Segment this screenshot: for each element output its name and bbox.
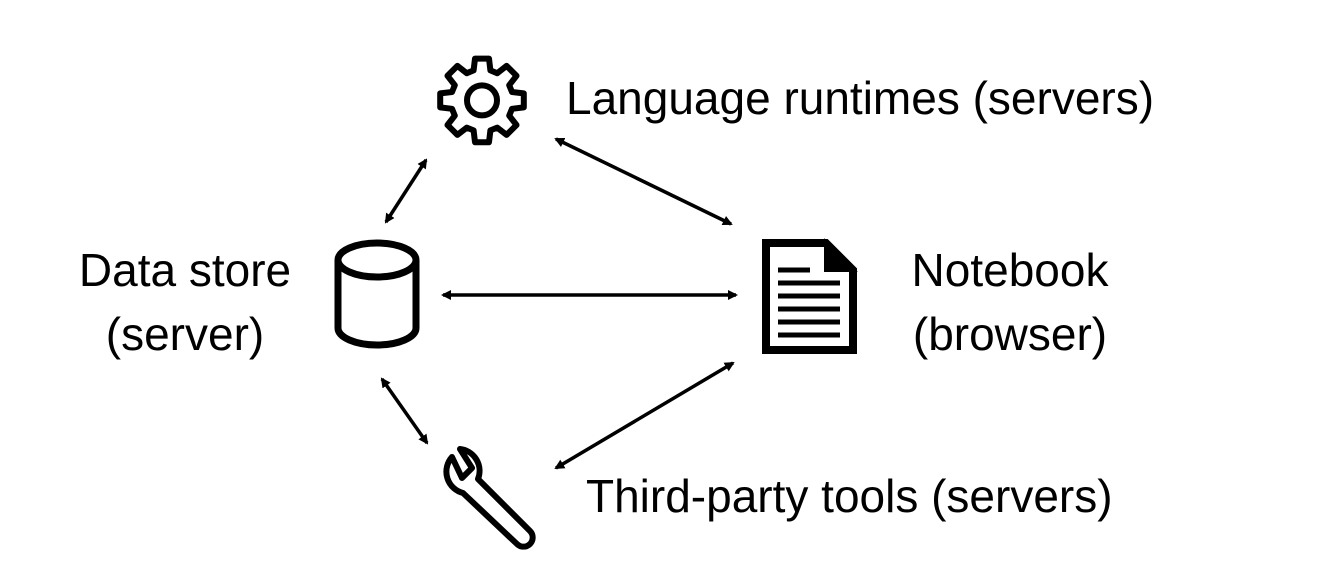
data-store-label: Data store (server) bbox=[60, 238, 310, 366]
document-icon bbox=[762, 238, 858, 354]
third-party-tools-label: Third-party tools (servers) bbox=[586, 470, 1113, 522]
arrow-datastore-tools bbox=[380, 377, 429, 445]
wrench-icon bbox=[443, 446, 536, 550]
language-runtimes-label: Language runtimes (servers) bbox=[566, 72, 1155, 124]
arrow-tools-notebook bbox=[554, 361, 735, 470]
database-icon bbox=[334, 239, 420, 349]
notebook-label-line1: Notebook bbox=[911, 244, 1109, 296]
notebook-label: Notebook (browser) bbox=[880, 238, 1140, 366]
gear-icon bbox=[437, 55, 527, 146]
notebook-label-line2: (browser) bbox=[912, 308, 1108, 360]
arrow-datastore-runtimes bbox=[384, 158, 428, 224]
arrow-runtimes-notebook bbox=[554, 137, 733, 226]
data-store-label-line1: Data store bbox=[78, 244, 292, 296]
data-store-label-line2: (server) bbox=[105, 308, 265, 360]
